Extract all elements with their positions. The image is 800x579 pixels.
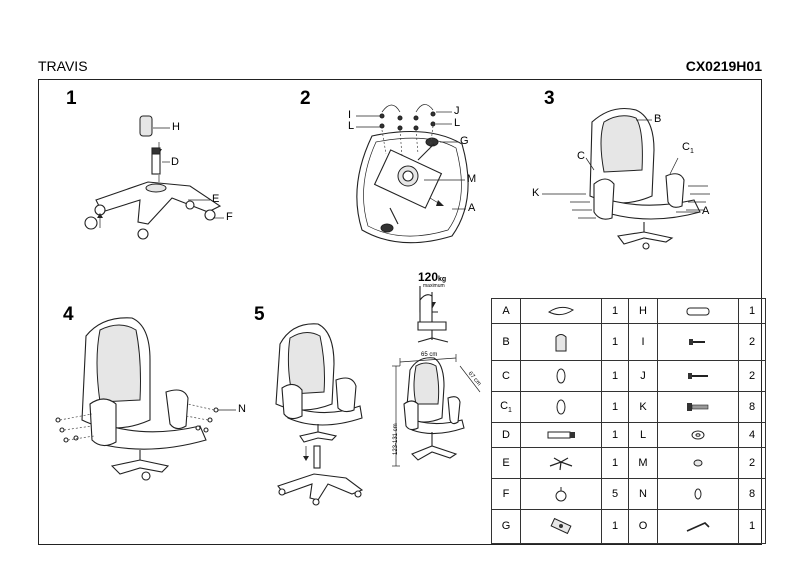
part-qty: 1 xyxy=(601,391,629,424)
table-row: B 1 I 2 xyxy=(491,322,766,362)
part-qty: 1 xyxy=(601,298,629,324)
callout-J: J xyxy=(454,105,460,117)
callout-K: K xyxy=(532,187,540,199)
part-code: N xyxy=(628,477,658,510)
callout-B: B xyxy=(654,113,662,125)
spring-washer-icon xyxy=(657,446,739,479)
height-dimension: 123-131 cm xyxy=(393,423,399,455)
callout-G: G xyxy=(460,135,469,147)
callout-L-right: L xyxy=(454,117,461,129)
callout-A-step3: A xyxy=(702,205,710,217)
part-code: H xyxy=(628,298,658,324)
part-qty: 8 xyxy=(738,477,766,510)
part-qty: 2 xyxy=(738,360,766,393)
callout-A-step2: A xyxy=(468,202,476,214)
step-number-1: 1 xyxy=(66,88,77,109)
long-screw-icon xyxy=(657,391,739,424)
step1-drawing xyxy=(84,115,224,240)
table-row: E 1 M 2 xyxy=(491,446,766,479)
part-code: O xyxy=(628,508,658,545)
part-qty: 1 xyxy=(601,422,629,448)
part-qty: 1 xyxy=(601,322,629,362)
part-code: K xyxy=(628,391,658,424)
parts-list-table: A 1 H 1 B 1 I 2 C 1 J 2 C1 1 K xyxy=(491,298,766,545)
table-row: C 1 J 2 xyxy=(491,360,766,393)
mechanism-plate-icon xyxy=(520,298,602,324)
table-row: F 5 N 8 xyxy=(491,477,766,510)
dimension-drawing xyxy=(392,286,481,467)
step5-drawing xyxy=(275,323,364,506)
gas-lift-icon xyxy=(520,422,602,448)
backrest-icon xyxy=(520,322,602,362)
callout-F: F xyxy=(226,211,233,223)
callout-M: M xyxy=(467,173,477,185)
product-code: CX0219H01 xyxy=(685,58,762,74)
mechanism-icon xyxy=(520,508,602,545)
part-code: M xyxy=(628,446,658,479)
part-qty: 1 xyxy=(601,360,629,393)
gas-cover-icon xyxy=(657,298,739,324)
screw-icon xyxy=(657,322,739,362)
part-code: E xyxy=(491,446,521,479)
callout-I: I xyxy=(348,109,352,121)
cap-icon xyxy=(657,477,739,510)
armrest-icon xyxy=(520,360,602,393)
part-qty: 4 xyxy=(738,422,766,448)
step2-drawing xyxy=(356,104,469,244)
part-qty: 2 xyxy=(738,446,766,479)
part-qty: 1 xyxy=(601,446,629,479)
callout-L-left: L xyxy=(348,120,355,132)
step-number-4: 4 xyxy=(63,304,74,325)
part-qty: 1 xyxy=(738,298,766,324)
model-name: TRAVIS xyxy=(38,58,88,74)
table-row: A 1 H 1 xyxy=(491,298,766,324)
part-code: B xyxy=(491,322,521,362)
max-load-sub: maximum xyxy=(423,283,445,289)
washer-icon xyxy=(657,422,739,448)
part-code: G xyxy=(491,508,521,545)
table-row: D 1 L 4 xyxy=(491,422,766,448)
table-row: G 1 O 1 xyxy=(491,508,766,545)
part-code: J xyxy=(628,360,658,393)
part-code: A xyxy=(491,298,521,324)
part-code: F xyxy=(491,477,521,510)
step3-drawing xyxy=(542,107,710,250)
step-number-3: 3 xyxy=(544,88,555,109)
step-number-2: 2 xyxy=(300,88,311,109)
star-base-icon xyxy=(520,446,602,479)
max-load-label: 120kg xyxy=(418,270,447,284)
part-qty: 1 xyxy=(738,508,766,545)
part-qty: 5 xyxy=(601,477,629,510)
allen-key-icon xyxy=(657,508,739,545)
part-code: L xyxy=(628,422,658,448)
part-code: I xyxy=(628,322,658,362)
width-dimension: 65 cm xyxy=(421,352,438,358)
callout-H: H xyxy=(172,121,180,133)
caster-icon xyxy=(520,477,602,510)
part-code: D xyxy=(491,422,521,448)
table-row: C1 1 K 8 xyxy=(491,391,766,424)
callout-C: C xyxy=(577,150,585,162)
step-number-5: 5 xyxy=(254,304,265,325)
step4-drawing xyxy=(55,317,236,481)
part-code: C xyxy=(491,360,521,393)
callout-C1: C1 xyxy=(682,141,694,156)
part-qty: 2 xyxy=(738,322,766,362)
armrest-icon xyxy=(520,391,602,424)
callout-E: E xyxy=(212,193,220,205)
part-qty: 1 xyxy=(601,508,629,545)
part-qty: 8 xyxy=(738,391,766,424)
callout-D: D xyxy=(171,156,179,168)
callout-N: N xyxy=(238,403,246,415)
part-code: C1 xyxy=(491,391,521,424)
screw-icon xyxy=(657,360,739,393)
